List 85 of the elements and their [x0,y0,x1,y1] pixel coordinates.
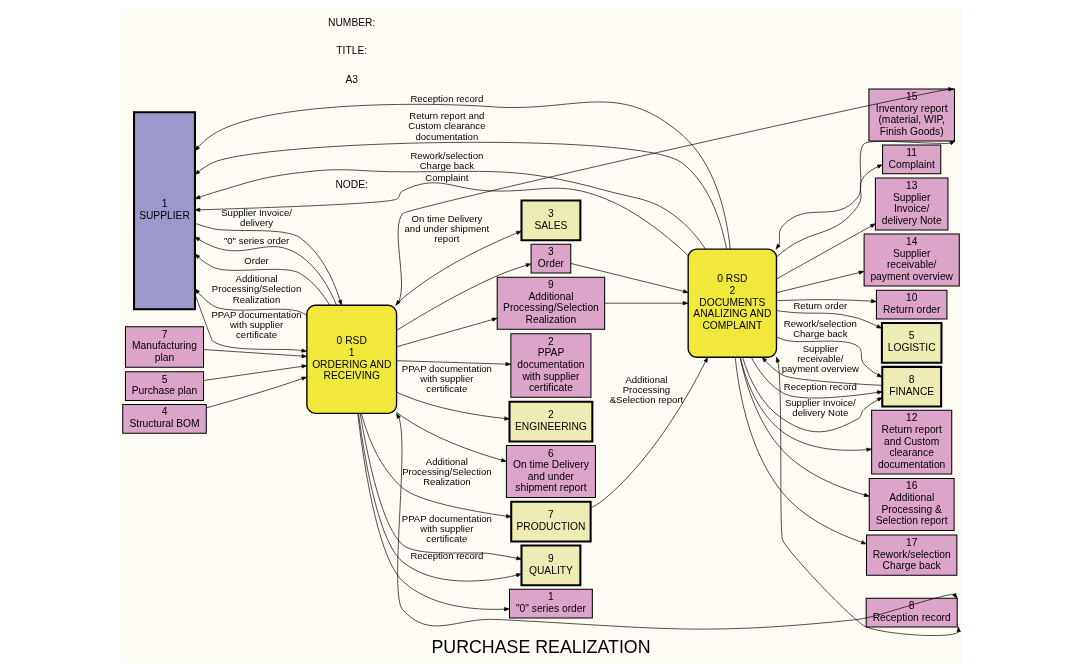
node-box: 4 Structural BOM [121,404,207,434]
arrow [202,364,307,381]
edge-label: PPAP documentation with supplier certificate [401,512,492,545]
edge-label: Additional Processing &Selection report [609,373,683,406]
node-box: 3 Order [530,243,571,274]
arrow [775,310,882,329]
arrow [194,288,307,316]
node-box: 10 Return order [875,289,947,320]
arrow [741,357,882,433]
arrow [194,101,731,250]
edge-label: Supplier Invoice/ delivery [220,206,292,228]
arrow [194,169,706,250]
edge-label: Rework/selection Charge back [409,149,483,172]
arrow [775,299,877,304]
arrow [775,270,864,293]
edge-label: PPAP documentation with supplier certificate [401,362,492,395]
node-box: 8 Reception record [865,597,958,628]
edge-label: Supplier receivable/ payment overview [781,342,859,375]
node-box: 12 Return report and Custom clearance documentation [870,409,952,475]
arrow [570,263,688,294]
edge-label: Return report and Custom clearance documentation [407,110,485,142]
node-box: 1 SUPPLIER [132,111,196,311]
label: TITLE: [335,45,367,57]
arrow [194,223,342,306]
edge-label: PPAP documentation with supplier certificate [210,308,302,341]
node-box: 9 Additional Processing/Selection Realization [496,276,605,330]
arrow [356,413,510,612]
node-box: 17 Rework/selection Charge back [865,534,957,576]
edge-label: Additional Processing/Selection Realization [401,455,492,488]
arrow [205,376,307,409]
edge-label: Reception record [409,93,483,105]
arrow [194,236,337,306]
edge-label: Reception record [783,381,857,393]
arrow [604,301,688,306]
node-box: 16 Additional Processing & Selection report [868,477,955,531]
arrow [739,356,869,497]
node-box: 6 On time Delivery and under shipment report [505,445,596,499]
label: NUMBER: [327,16,375,28]
label: NODE: [334,178,368,190]
edge-label: Complaint [424,171,468,183]
node-box: 5 LOGISTIC [880,322,942,364]
edge-label: Reception record [409,550,483,562]
node-box: 7 PRODUCTION [509,500,592,543]
arrow [775,223,876,280]
arrow [395,360,511,367]
arrow [395,263,531,331]
arrow [761,357,883,386]
node-box: 2 ENGINEERING [508,400,593,443]
edge-label: Supplier Invoice/ delivery Note [784,397,856,419]
edge-label: Rework/selection Charge back [783,317,857,339]
arrow [194,142,727,250]
edge-label: "0" series order [223,234,289,246]
node-box: 0 RSD 2 DOCUMENTS ANALIZING AND COMPLAINT [687,248,777,358]
label: A3 [344,74,358,86]
arrow [202,349,307,359]
diagram-title: PURCHASE REALIZATION [430,636,651,657]
arrow [775,140,955,250]
node-box: 3 SALES [519,199,581,242]
edge-label: Return order [792,299,847,311]
node-box: 0 RSD 1 ORDERING AND RECEIVING [305,304,397,415]
node-box: 2 PPAP documentation with supplier certificate [509,333,591,398]
arrow [775,164,883,258]
arrow [590,356,708,509]
node-box: 14 Supplier receivable/ payment overview [863,233,960,287]
node-box: 9 QUALITY [519,544,581,587]
arrow [395,391,510,421]
arrow [194,253,330,306]
node-box: 5 Purchase plan [124,371,204,401]
edge-label: Additional Processing/Selection Realization [211,273,301,305]
node-box: 11 Complaint [881,144,941,175]
edge-label: On time Delivery and under shipment report [404,212,489,245]
arrow [750,357,883,399]
node-box: 1 "0" series order [508,588,593,619]
arrow [394,230,522,306]
arrow [194,182,688,256]
node-box: 13 Supplier Invoice/ delivery Note [874,177,948,231]
node-box: 7 Manufacturing plan [124,326,204,368]
edge-label: Order [243,255,269,267]
arrow [194,293,307,353]
arrow [739,357,872,452]
arrow [395,317,497,348]
arrow [395,411,507,463]
node-box: 8 FINANCE [880,365,942,408]
arrow [775,336,882,378]
arrow [360,413,511,519]
